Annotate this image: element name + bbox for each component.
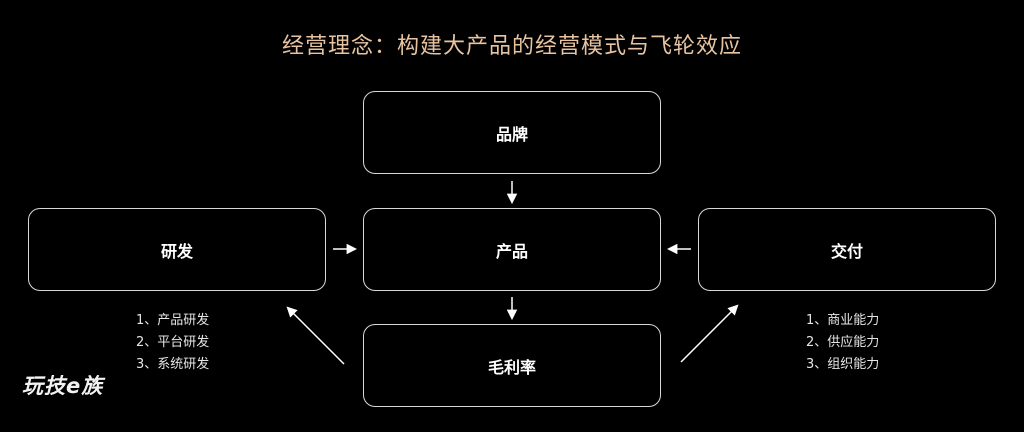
list-item: 2、平台研发 [136, 335, 210, 350]
watermark-logo: 玩技e族 [22, 374, 104, 398]
brand-node-label: 品牌 [495, 124, 528, 144]
delivery-node-label: 交付 [830, 241, 863, 261]
gross-margin-node-label: 毛利率 [487, 357, 536, 377]
rd-node-label: 研发 [160, 241, 193, 261]
gross-margin-node: 毛利率 [363, 324, 661, 407]
arrow-margin-to-rd [286, 306, 345, 365]
arrow-margin-to-delivery [680, 304, 739, 363]
rd-node: 研发 [28, 208, 326, 291]
diagram-title: 经营理念：构建大产品的经营模式与飞轮效应 [281, 34, 742, 59]
brand-node: 品牌 [363, 91, 661, 174]
list-item: 3、系统研发 [136, 357, 210, 372]
delivery-node: 交付 [698, 208, 996, 291]
product-node: 产品 [363, 208, 661, 291]
delivery-capability-list: 1、商业能力 2、供应能力 3、组织能力 [806, 310, 879, 376]
product-node-label: 产品 [495, 241, 528, 261]
rd-capability-list: 1、产品研发 2、平台研发 3、系统研发 [136, 310, 209, 376]
list-item: 3、组织能力 [806, 357, 880, 372]
list-item: 2、供应能力 [806, 335, 880, 350]
list-item: 1、商业能力 [806, 313, 880, 328]
list-item: 1、产品研发 [136, 313, 210, 328]
